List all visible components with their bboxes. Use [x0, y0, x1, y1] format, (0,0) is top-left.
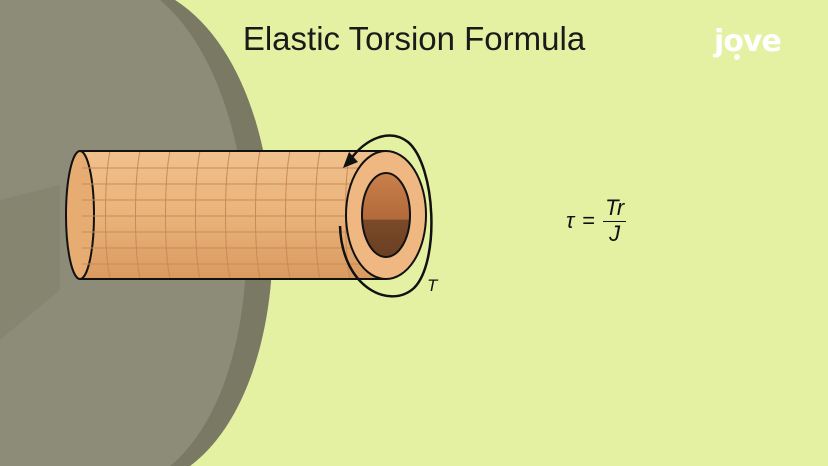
formula-numerator: Tr — [603, 195, 627, 222]
hollow-shaft-icon — [65, 150, 427, 280]
shaft-grid — [82, 150, 386, 280]
formula-shear-stress: τ — [566, 208, 575, 233]
jove-logo: jove — [714, 24, 782, 59]
logo-mark-icon — [734, 54, 740, 60]
torsion-formula: τ = Tr J — [566, 195, 627, 246]
formula-denominator: J — [609, 221, 621, 246]
formula-equals: = — [582, 208, 596, 233]
torque-label: T — [427, 276, 438, 295]
formula-fraction: Tr J — [603, 195, 627, 246]
page-title: Elastic Torsion Formula — [242, 20, 586, 57]
torque-arrow-icon — [338, 134, 433, 298]
